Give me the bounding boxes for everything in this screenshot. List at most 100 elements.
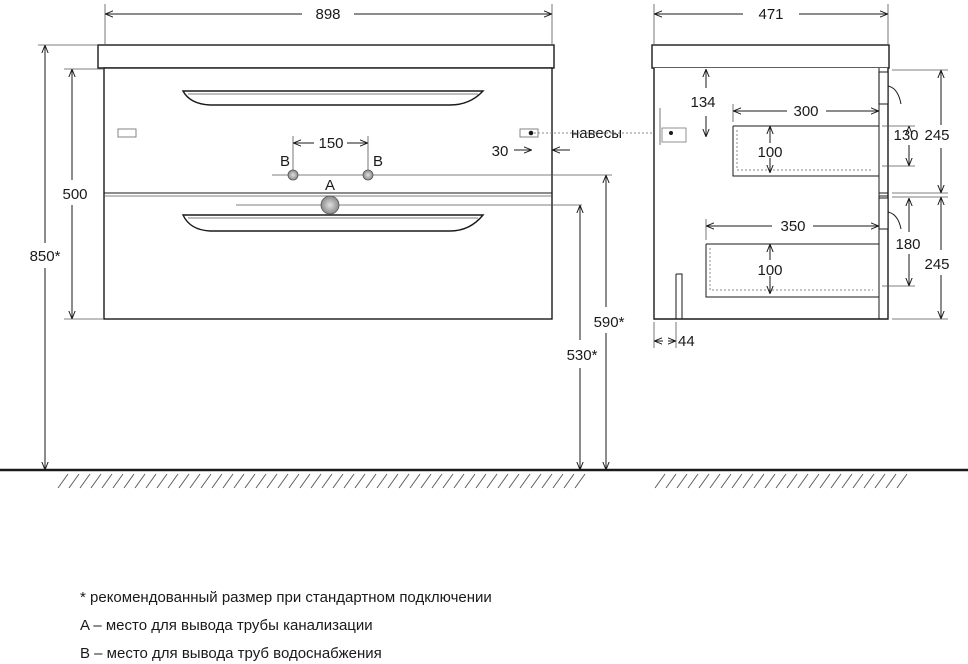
floor-hatch-stroke xyxy=(852,473,864,489)
floor-hatch-stroke xyxy=(310,473,322,489)
note-b: B – место для вывода труб водоснабжения xyxy=(80,645,382,662)
floor-hatch-stroke xyxy=(698,473,710,489)
side-handle-upper xyxy=(878,71,889,105)
floor-hatch-stroke xyxy=(200,473,212,489)
lower-drawer-box xyxy=(705,243,879,298)
label-b-left: B xyxy=(280,153,290,170)
floor-hatch-stroke xyxy=(731,473,743,489)
floor-hatch-stroke xyxy=(398,473,410,489)
floor-hatch-stroke xyxy=(709,473,721,489)
dim-drawer1-inner: 100 xyxy=(757,144,782,161)
dim-height-a: 530* xyxy=(567,347,598,364)
dim-hanger-offset: 30 xyxy=(492,143,509,160)
floor xyxy=(0,468,968,489)
floor-hatch-stroke xyxy=(830,473,842,489)
floor-hatch-stroke xyxy=(156,473,168,489)
label-a: A xyxy=(325,177,335,194)
upper-drawer-handle xyxy=(181,90,485,106)
floor-hatch-stroke xyxy=(508,473,520,489)
floor-hatch-stroke xyxy=(574,473,586,489)
floor-hatch-stroke xyxy=(365,473,377,489)
floor-hatch-stroke xyxy=(178,473,190,489)
dim-side-depth: 471 xyxy=(758,6,783,23)
side-handle-lower xyxy=(878,197,889,230)
dim-front-width: 898 xyxy=(315,6,340,23)
floor-hatch-stroke xyxy=(288,473,300,489)
floor-hatch-stroke xyxy=(332,473,344,489)
floor-hatch-stroke xyxy=(57,473,69,489)
floor-hatch-stroke xyxy=(753,473,765,489)
floor-hatch-stroke xyxy=(896,473,908,489)
floor-hatch-stroke xyxy=(211,473,223,489)
floor-hatch-stroke xyxy=(431,473,443,489)
floor-hatch-stroke xyxy=(687,473,699,489)
floor-hatch-stroke xyxy=(808,473,820,489)
floor-hatch-stroke xyxy=(742,473,754,489)
notes: * рекомендованный размер при стандартном… xyxy=(80,589,492,662)
dim-top-offset: 134 xyxy=(690,94,715,111)
floor-hatch-stroke xyxy=(68,473,80,489)
dim-height-b: 590* xyxy=(594,314,625,331)
floor-hatch-stroke xyxy=(189,473,201,489)
floor-hatch-stroke xyxy=(244,473,256,489)
side-view: 471 134 300 100 130 245 350 10 xyxy=(651,4,950,350)
floor-hatch-stroke xyxy=(863,473,875,489)
floor-hatch-stroke xyxy=(786,473,798,489)
floor-hatch-stroke xyxy=(775,473,787,489)
hanger-label: навесы xyxy=(571,125,622,142)
floor-hatch-stroke xyxy=(519,473,531,489)
floor-hatch-stroke xyxy=(665,473,677,489)
floor-hatch-stroke xyxy=(101,473,113,489)
floor-hatch-stroke xyxy=(874,473,886,489)
floor-hatch-stroke xyxy=(255,473,267,489)
floor-hatch-stroke xyxy=(233,473,245,489)
floor-hatch-stroke xyxy=(123,473,135,489)
dim-front-body-height: 500 xyxy=(62,186,87,203)
floor-hatch-stroke xyxy=(409,473,421,489)
dim-drawer2-inner: 100 xyxy=(757,262,782,279)
floor-hatch-stroke xyxy=(442,473,454,489)
floor-hatch-stroke xyxy=(552,473,564,489)
floor-hatch-stroke xyxy=(486,473,498,489)
floor-hatch-right xyxy=(654,473,908,489)
floor-hatch-stroke xyxy=(167,473,179,489)
floor-hatch-stroke xyxy=(376,473,388,489)
floor-hatch-stroke xyxy=(676,473,688,489)
floor-hatch-stroke xyxy=(885,473,897,489)
floor-hatch-stroke xyxy=(764,473,776,489)
floor-hatch-stroke xyxy=(266,473,278,489)
side-countertop xyxy=(651,44,890,69)
floor-hatch-stroke xyxy=(720,473,732,489)
floor-hatch-stroke xyxy=(497,473,509,489)
floor-hatch-stroke xyxy=(530,473,542,489)
upper-drawer-box xyxy=(732,125,879,177)
floor-hatch-left xyxy=(57,473,586,489)
floor-hatch-stroke xyxy=(654,473,666,489)
floor-hatch-stroke xyxy=(145,473,157,489)
floor-hatch-stroke xyxy=(112,473,124,489)
floor-hatch-stroke xyxy=(841,473,853,489)
lower-drawer-handle xyxy=(181,214,485,232)
dim-pipe-spacing: 150 xyxy=(318,135,343,152)
floor-hatch-stroke xyxy=(819,473,831,489)
floor-hatch-stroke xyxy=(464,473,476,489)
floor-hatch-stroke xyxy=(453,473,465,489)
floor-hatch-stroke xyxy=(79,473,91,489)
dim-drawer2-depth: 350 xyxy=(780,218,805,235)
floor-hatch-stroke xyxy=(354,473,366,489)
dim-drawer2-front: 245 xyxy=(924,256,949,273)
floor-hatch-stroke xyxy=(299,473,311,489)
floor-hatch-stroke xyxy=(134,473,146,489)
floor-hatch-stroke xyxy=(277,473,289,489)
pipe-hole-a xyxy=(320,195,340,215)
back-offset xyxy=(676,273,683,319)
pipe-hole-b-left xyxy=(287,169,299,181)
dim-drawer2-height: 180 xyxy=(895,236,920,253)
floor-hatch-stroke xyxy=(90,473,102,489)
floor-hatch-stroke xyxy=(563,473,575,489)
floor-hatch-stroke xyxy=(321,473,333,489)
note-recommended: * рекомендованный размер при стандартном… xyxy=(80,589,492,606)
floor-hatch-stroke xyxy=(343,473,355,489)
pipe-hole-b-right xyxy=(362,169,374,181)
